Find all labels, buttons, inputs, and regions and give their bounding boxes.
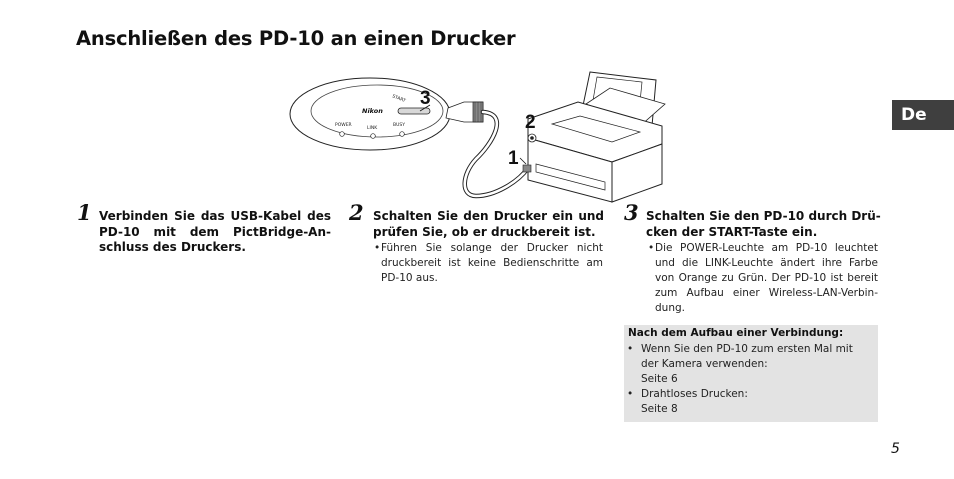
step-1-heading-line: PD-10 mit dem PictBridge-An- xyxy=(99,224,331,239)
step-2-heading: Schalten Sie den Drucker ein und prüfen … xyxy=(373,209,604,240)
step-1: 1 Verbinden Sie das USB-Kabel des PD-10 … xyxy=(77,200,332,268)
step-2-bullet: • Führen Sie solange der Drucker nicht d… xyxy=(374,241,603,286)
callout-1: 1 xyxy=(508,148,519,169)
step-3: 3 Schalten Sie den PD-10 durch Drü- cken… xyxy=(624,200,881,323)
power-label: POWER xyxy=(335,122,352,128)
step-3-number: 3 xyxy=(624,200,639,225)
bullet-dot: • xyxy=(374,242,381,254)
step-3-heading-line: Schalten Sie den PD-10 durch Drü- xyxy=(646,209,881,223)
step-3-bullet-line: und die LINK-Leuchte ändert ihre Farbe xyxy=(655,257,878,269)
note-item-line: Seite 6 xyxy=(641,373,678,385)
step-3-bullet: • Die POWER-Leuchte am PD-10 leuchtet un… xyxy=(648,241,878,316)
pd10-device: Nikon START POWER LINK BUSY xyxy=(289,77,484,151)
connection-illustration: Nikon START POWER LINK BUSY 3 2 1 xyxy=(289,71,666,203)
note-box: Nach dem Aufbau einer Verbindung: • Wenn… xyxy=(624,325,878,422)
power-led-icon xyxy=(339,131,345,137)
note-item: • Drahtloses Drucken: Seite 8 xyxy=(627,387,748,417)
bullet-dot: • xyxy=(627,343,634,355)
step-2-heading-line: prüfen Sie, ob er druckbereit ist. xyxy=(373,224,596,239)
bullet-dot: • xyxy=(648,242,655,254)
brand-logo: Nikon xyxy=(362,107,383,115)
note-item: • Wenn Sie den PD-10 zum ersten Mal mit … xyxy=(627,342,853,387)
step-3-bullet-line: Die POWER-Leuchte am PD-10 leuchtet xyxy=(655,242,878,254)
start-label: START xyxy=(391,93,406,104)
page-number: 5 xyxy=(891,441,900,457)
bullet-dot: • xyxy=(627,388,634,400)
printer-usb-port-icon xyxy=(522,164,532,173)
step-3-heading: Schalten Sie den PD-10 durch Drü- cken d… xyxy=(646,209,881,240)
note-item-line: Drahtloses Drucken: xyxy=(641,388,748,400)
step-3-bullet-line: zum Aufbau einer Wireless-LAN-Verbin- xyxy=(655,287,878,299)
step-3-bullet-line: von Orange zu Grün. Der PD-10 ist bereit xyxy=(655,272,878,284)
step-3-heading-line: cken der START-Taste ein. xyxy=(646,224,818,239)
step-2-heading-line: Schalten Sie den Drucker ein und xyxy=(373,209,604,223)
step-2-bullet-line: PD-10 aus. xyxy=(381,272,438,284)
step-2: 2 Schalten Sie den Drucker ein und prüfe… xyxy=(349,200,606,298)
note-item-line: der Kamera verwenden: xyxy=(641,358,768,370)
step-1-number: 1 xyxy=(77,200,92,225)
step-1-heading-line: schluss des Druckers. xyxy=(99,240,246,254)
step-1-heading-line: Verbinden Sie das USB-Kabel des xyxy=(99,209,331,223)
page-title: Anschließen des PD-10 an einen Drucker xyxy=(76,27,516,50)
step-2-number: 2 xyxy=(349,200,364,225)
step-1-heading: Verbinden Sie das USB-Kabel des PD-10 mi… xyxy=(99,209,331,256)
callout-3: 3 xyxy=(420,88,431,109)
note-item-line: Wenn Sie den PD-10 zum ersten Mal mit xyxy=(641,343,853,355)
busy-led-icon xyxy=(399,131,405,137)
callout-2: 2 xyxy=(525,112,536,133)
step-2-bullet-line: druckbereit ist keine Bedienschritte am xyxy=(381,257,603,269)
link-label: LINK xyxy=(367,125,378,131)
note-title: Nach dem Aufbau einer Verbindung: xyxy=(628,327,844,339)
link-led-icon xyxy=(370,133,376,139)
step-3-bullet-line: dung. xyxy=(655,302,685,314)
busy-label: BUSY xyxy=(393,122,405,128)
printer xyxy=(522,71,666,203)
step-2-bullet-line: Führen Sie solange der Drucker nicht xyxy=(381,242,603,254)
language-tab: De xyxy=(892,100,954,130)
note-item-line: Seite 8 xyxy=(641,403,678,415)
